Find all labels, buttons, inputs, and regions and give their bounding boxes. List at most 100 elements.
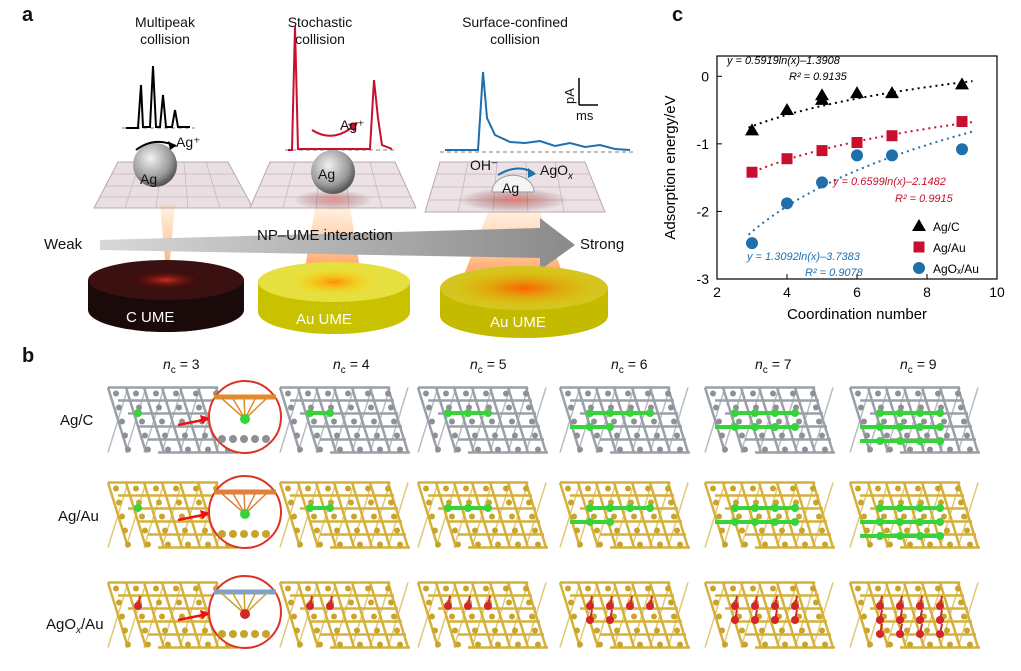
structure-r2-c3 <box>558 581 690 649</box>
scale-pa: pA <box>562 88 577 104</box>
electrode-c <box>88 260 244 332</box>
x-tick-label: 4 <box>783 284 791 300</box>
structure-r1-c3 <box>558 481 690 549</box>
trace-multipeak <box>122 65 195 129</box>
point-2 <box>746 237 758 250</box>
legend-marker-2 <box>913 262 925 274</box>
point-0 <box>745 123 759 136</box>
structure-r2-c2 <box>416 581 548 649</box>
label-c-ume: C UME <box>126 309 175 326</box>
ag-ion-label-2: Ag⁺ <box>340 117 365 133</box>
inset-zoom-r2 <box>177 575 282 649</box>
x-tick-label: 8 <box>923 284 931 300</box>
label-strong: Strong <box>580 236 625 253</box>
electrode-au-1 <box>258 262 410 334</box>
structure-r2-c5 <box>848 581 980 649</box>
point-0 <box>850 86 864 99</box>
legend-label-1: Ag/Au <box>933 241 966 255</box>
nc-label-4: nc = 4 <box>333 356 370 376</box>
interaction-arrow <box>100 218 575 270</box>
y-axis-label: Adsorption energy/eV <box>662 95 679 239</box>
row-label-ag-au: Ag/Au <box>58 508 99 525</box>
panel-a-illustration <box>88 25 635 338</box>
scale-bar <box>578 78 598 106</box>
structure-r2-c4 <box>703 581 835 649</box>
row-label-agox-au: AgOx/Au <box>46 616 104 636</box>
point-2 <box>851 149 863 162</box>
panel-b-letter: b <box>22 345 35 367</box>
y-tick-label: 0 <box>701 68 709 84</box>
legend-label-2: AgOₓ/Au <box>933 262 979 276</box>
x-tick-label: 6 <box>853 284 861 300</box>
ag-label-3: Ag <box>502 180 520 196</box>
panel-a-letter: a <box>22 4 34 26</box>
scale-ms: ms <box>576 108 594 123</box>
point-2 <box>781 197 793 210</box>
nc-label-9: nc = 9 <box>900 356 937 376</box>
y-tick-label: -1 <box>697 136 710 152</box>
y-tick-label: -2 <box>697 203 710 219</box>
point-1 <box>816 145 828 157</box>
point-0 <box>955 77 969 90</box>
label-interaction: NP–UME interaction <box>257 227 393 244</box>
structure-r1-c2 <box>416 481 548 549</box>
point-1 <box>746 166 758 178</box>
ag-label-2: Ag <box>318 166 336 182</box>
structure-r0-c4 <box>703 386 835 454</box>
r2-2: R² = 0.9078 <box>805 267 864 279</box>
electrode-au-2 <box>440 266 608 338</box>
ag-label-1: Ag <box>140 171 158 187</box>
structure-r1-c4 <box>703 481 835 549</box>
point-1 <box>886 130 898 142</box>
equation-1: y = 0.6599ln(x)–2.1482 <box>832 176 946 188</box>
point-2 <box>886 149 898 162</box>
fit-curve-1 <box>748 121 973 175</box>
point-1 <box>956 116 968 128</box>
label-weak: Weak <box>44 236 83 253</box>
legend-marker-0 <box>912 219 926 231</box>
structure-r0-c5 <box>848 386 980 454</box>
legend-label-0: Ag/C <box>933 220 960 234</box>
structure-r2-c1 <box>278 581 410 649</box>
label-au-ume-2: Au UME <box>490 314 546 331</box>
point-1 <box>851 136 863 148</box>
row-label-ag-c: Ag/C <box>60 412 94 429</box>
point-1 <box>781 153 793 165</box>
ag-particle-3 <box>491 174 535 193</box>
nc-label-5: nc = 5 <box>470 356 507 376</box>
fit-curve-0 <box>748 80 973 129</box>
panel-c-letter: c <box>672 4 684 26</box>
grid-plane-1 <box>93 161 254 270</box>
point-2 <box>816 176 828 189</box>
nc-label-7: nc = 7 <box>755 356 792 376</box>
agox-label: AgOx <box>540 162 574 182</box>
y-tick-label: -3 <box>697 271 710 287</box>
structure-r0-c2 <box>416 386 548 454</box>
structure-r0-c0 <box>106 386 238 454</box>
point-0 <box>780 103 794 116</box>
structure-r0-c3 <box>558 386 690 454</box>
structure-r1-c5 <box>848 481 980 549</box>
inset-zoom-r1 <box>177 475 282 549</box>
inset-zoom-r0 <box>177 380 282 454</box>
legend-marker-1 <box>913 241 925 253</box>
x-axis-label: Coordination number <box>787 306 927 323</box>
equation-0: y = 0.5919ln(x)–1.3908 <box>726 55 841 67</box>
point-0 <box>815 92 829 105</box>
oh-label: OH⁻ <box>470 157 499 173</box>
trace-stochastic <box>285 25 395 151</box>
ag-ion-label-1: Ag⁺ <box>176 134 201 150</box>
nc-label-6: nc = 6 <box>611 356 648 376</box>
ag-particle-1 <box>133 143 177 187</box>
equation-2: y = 1.3092ln(x)–3.7383 <box>746 251 861 263</box>
label-au-ume-1: Au UME <box>296 311 352 328</box>
ag-particle-2 <box>311 150 355 194</box>
nc-label-3: nc = 3 <box>163 356 200 376</box>
r2-1: R² = 0.9915 <box>895 193 954 205</box>
point-2 <box>956 143 968 156</box>
point-0 <box>885 86 899 99</box>
